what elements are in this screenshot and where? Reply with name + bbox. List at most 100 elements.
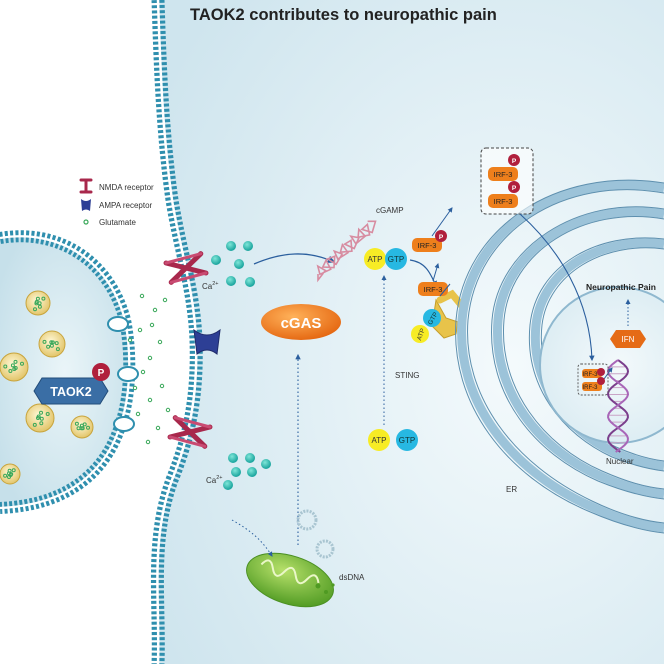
page-title: TAOK2 contributes to neuropathic pain	[190, 6, 497, 24]
glutamate-dot	[165, 407, 171, 413]
dna-strand	[606, 359, 630, 453]
released-glutamate	[127, 293, 171, 445]
arrow-irf3-phos	[432, 263, 440, 282]
nuclear-irf3-label-b: IRF-3	[583, 385, 599, 391]
legend-glutamate: Glutamate	[99, 218, 136, 227]
calcium-ions-top	[211, 241, 255, 287]
gtp-bottom-label: GTP	[399, 436, 415, 445]
arrow-to-dimer	[431, 207, 453, 237]
legend: NMDA receptor AMPA receptor Glutamate	[79, 178, 154, 227]
glutamate-dot	[8, 369, 13, 373]
cgas-label: cGAS	[281, 315, 322, 332]
glutamate-dot	[147, 397, 153, 403]
glutamate-dot	[49, 340, 54, 345]
cgamp-chain	[316, 220, 377, 283]
irf3-monomer-label: IRF-3	[424, 285, 443, 294]
gtp-top-label: GTP	[388, 255, 404, 264]
glutamate-dot	[3, 364, 8, 369]
glutamate-dot	[74, 421, 79, 426]
glutamate-dot	[155, 425, 161, 431]
irf3-dimer-p-b: P	[512, 185, 517, 192]
glutamate-dot	[46, 344, 51, 349]
cgas-enzyme	[261, 304, 341, 340]
mitochondrion	[246, 552, 334, 608]
dna-helix	[606, 359, 630, 453]
vesicle-glutamate	[3, 296, 90, 479]
glutamate-dot	[39, 410, 43, 415]
sting-bound-atp: ATP	[411, 325, 429, 343]
nuclear-label: Nuclear	[606, 457, 634, 466]
glutamate-dot	[157, 339, 163, 345]
irf3-phospho-p: P	[439, 234, 444, 241]
glutamate-dot	[127, 337, 133, 343]
legend-nmda: NMDA receptor	[99, 183, 154, 192]
glutamate-dot	[145, 439, 151, 445]
ifn-label: IFN	[622, 335, 635, 344]
glutamate-dot	[37, 304, 42, 309]
glutamate-dot	[147, 355, 153, 361]
glutamate-dot	[54, 341, 59, 346]
taok2-phospho-label: P	[98, 368, 105, 379]
dsdna-rings	[296, 509, 335, 559]
glutamate-dot	[82, 422, 87, 427]
mito-debris	[315, 583, 335, 594]
calcium-label-bottom: Ca2+	[206, 475, 223, 485]
glutamate-dot	[7, 475, 11, 479]
glutamate-dot	[140, 369, 146, 375]
glutamate-dot	[137, 327, 143, 333]
glutamate-dot	[13, 359, 18, 364]
calcium-label-top: Ca2+	[202, 281, 219, 291]
glutamate-dot	[32, 422, 37, 427]
glutamate-dot	[139, 293, 145, 299]
fusion-pores	[107, 316, 139, 432]
nmda-receptor-bottom	[167, 415, 213, 449]
glutamate-dot	[39, 421, 44, 426]
glutamate-dot	[132, 385, 138, 391]
ampa-receptor	[193, 328, 221, 355]
glutamate-dot	[149, 322, 155, 328]
glutamate-dot	[41, 296, 46, 301]
atp-top-label: ATP	[368, 255, 383, 264]
dna-strand	[606, 359, 630, 453]
glutamate-dot	[152, 307, 158, 313]
taok2-phospho	[92, 363, 110, 381]
irf3-phospho-label: IRF-3	[418, 241, 437, 250]
glutamate-dot	[34, 301, 39, 306]
sting-bound-gtp: GTP	[423, 309, 441, 327]
nmda-receptor-top	[163, 251, 209, 285]
atp-bottom-label: ATP	[372, 436, 387, 445]
calcium-ions-bottom	[223, 453, 271, 490]
glutamate-dot	[7, 468, 12, 473]
dsdna-label: dsDNA	[339, 573, 365, 582]
glutamate-dot	[13, 366, 18, 370]
legend-ampa-icon	[81, 199, 91, 211]
glutamate-dot	[45, 412, 50, 416]
nuclear-irf3-label-a: IRF-3	[583, 372, 599, 378]
glutamate-dot	[42, 339, 47, 344]
atp-gtp-top: ATP GTP	[364, 248, 407, 270]
glutamate-dot	[162, 297, 168, 303]
neuropathic-pain-label: Neuropathic Pain	[586, 282, 656, 292]
legend-ampa: AMPA receptor	[99, 201, 153, 210]
glutamate-dot	[135, 411, 141, 417]
legend-nmda-icon	[79, 178, 93, 194]
postsynaptic-cell	[157, 0, 664, 664]
glutamate-dot	[3, 473, 8, 478]
glutamate-dot	[39, 416, 44, 421]
glutamate-dot	[11, 468, 16, 473]
irf3-dimer-label-a: IRF-3	[494, 170, 513, 179]
arrow-ca-to-mito	[231, 519, 273, 557]
glutamate-dot	[10, 363, 15, 368]
nuclear-irf3-box	[577, 363, 609, 396]
arrow-dimer-to-nucleus	[519, 213, 595, 362]
glutamate-dot	[9, 472, 14, 477]
arrow-sting-to-irf3	[439, 283, 451, 297]
atp-gtp-bottom: ATP GTP	[368, 429, 418, 451]
sting-label: STING	[395, 371, 419, 380]
irf3-phospho: IRF-3 P	[412, 230, 447, 252]
er-label: ER	[506, 485, 517, 494]
nuclear-irf3-dimer: IRF-3 IRF-3	[582, 368, 605, 391]
glutamate-dot	[35, 296, 40, 301]
glutamate-dot	[50, 340, 55, 345]
